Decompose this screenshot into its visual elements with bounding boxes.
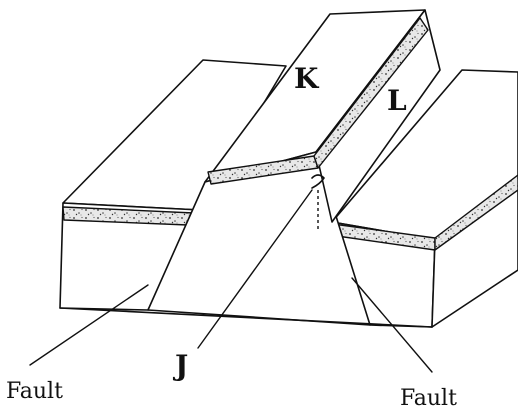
label-fault-right: Fault xyxy=(400,386,457,411)
fault-left-leader xyxy=(29,284,149,366)
label-l: L xyxy=(387,84,407,117)
left-block xyxy=(59,59,287,311)
horst-bed-side xyxy=(313,17,429,169)
label-k: K xyxy=(294,62,320,95)
point-j-leader xyxy=(197,189,313,349)
label-j: J xyxy=(172,349,188,382)
horst-side xyxy=(315,9,441,223)
base-line xyxy=(59,307,433,328)
fault-right-leader xyxy=(351,277,433,373)
point-j-marker xyxy=(311,174,325,232)
label-fault-left: Fault xyxy=(6,379,63,404)
right-block-bed-side xyxy=(434,174,518,251)
central-horst xyxy=(147,9,441,326)
